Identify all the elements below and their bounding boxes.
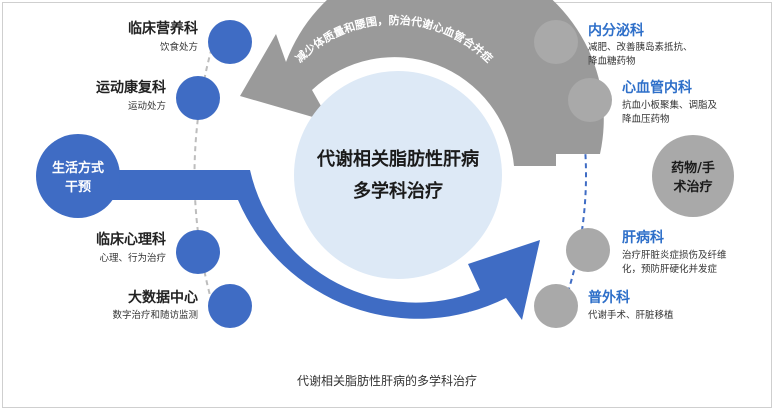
right-node-cardio (568, 78, 612, 122)
left-item-4-title: 大数据中心 (128, 290, 198, 306)
top-arrow (240, 0, 604, 166)
bottom-arrow (108, 170, 540, 320)
right-hub-circle (652, 135, 734, 217)
left-node-nutrition (208, 20, 252, 64)
right-item-4-title: 普外科 (588, 290, 630, 306)
top-arrow-body (240, 0, 604, 166)
left-item-2-sub: 运动处方 (127, 101, 166, 112)
right-hub-line1: 药物/手 (671, 160, 715, 176)
bottom-arrow-body (108, 170, 540, 320)
left-item-1-title: 临床营养科 (128, 21, 198, 37)
left-hub-circle (36, 134, 120, 218)
center-subtitle: 多学科治疗 (353, 181, 443, 202)
right-node-endocrine (534, 20, 578, 64)
left-node-rehab (176, 76, 220, 120)
left-item-1-sub: 饮食处方 (159, 42, 198, 53)
left-node-psych (176, 230, 220, 274)
right-item-1-sub2: 降血糖药物 (588, 56, 636, 67)
left-item-3-title: 临床心理科 (96, 232, 166, 248)
right-item-2-sub1: 抗血小板聚集、调脂及 (622, 100, 718, 111)
left-item-4-sub: 数字治疗和随访监测 (112, 310, 198, 321)
right-item-3-title: 肝病科 (622, 230, 664, 246)
right-node-surgery (534, 284, 578, 328)
left-item-3-sub: 心理、行为治疗 (99, 253, 166, 264)
right-hub-line2: 术治疗 (672, 179, 712, 195)
center-title: 代谢相关脂肪性肝病 (317, 149, 479, 170)
left-item-2-title: 运动康复科 (96, 80, 166, 96)
right-item-2-title: 心血管内科 (622, 80, 692, 96)
right-item-3-sub2: 化，预防肝硬化并发症 (622, 264, 718, 275)
figure-caption: 代谢相关脂肪性肝病的多学科治疗 (296, 374, 477, 388)
right-item-4-sub1: 代谢手术、肝脏移植 (588, 310, 674, 321)
right-node-hepato (566, 228, 610, 272)
right-item-1-sub1: 减肥、改善胰岛素抵抗、 (588, 42, 693, 53)
right-item-3-sub1: 治疗肝脏炎症损伤及纤维 (622, 250, 727, 261)
left-hub-line1: 生活方式 (52, 160, 104, 176)
right-item-1-title: 内分泌科 (588, 23, 644, 39)
center-circle (294, 71, 502, 279)
right-item-2-sub2: 降血压药物 (622, 114, 670, 125)
left-node-bigdata (208, 284, 252, 328)
left-hub-line2: 干预 (65, 180, 91, 195)
